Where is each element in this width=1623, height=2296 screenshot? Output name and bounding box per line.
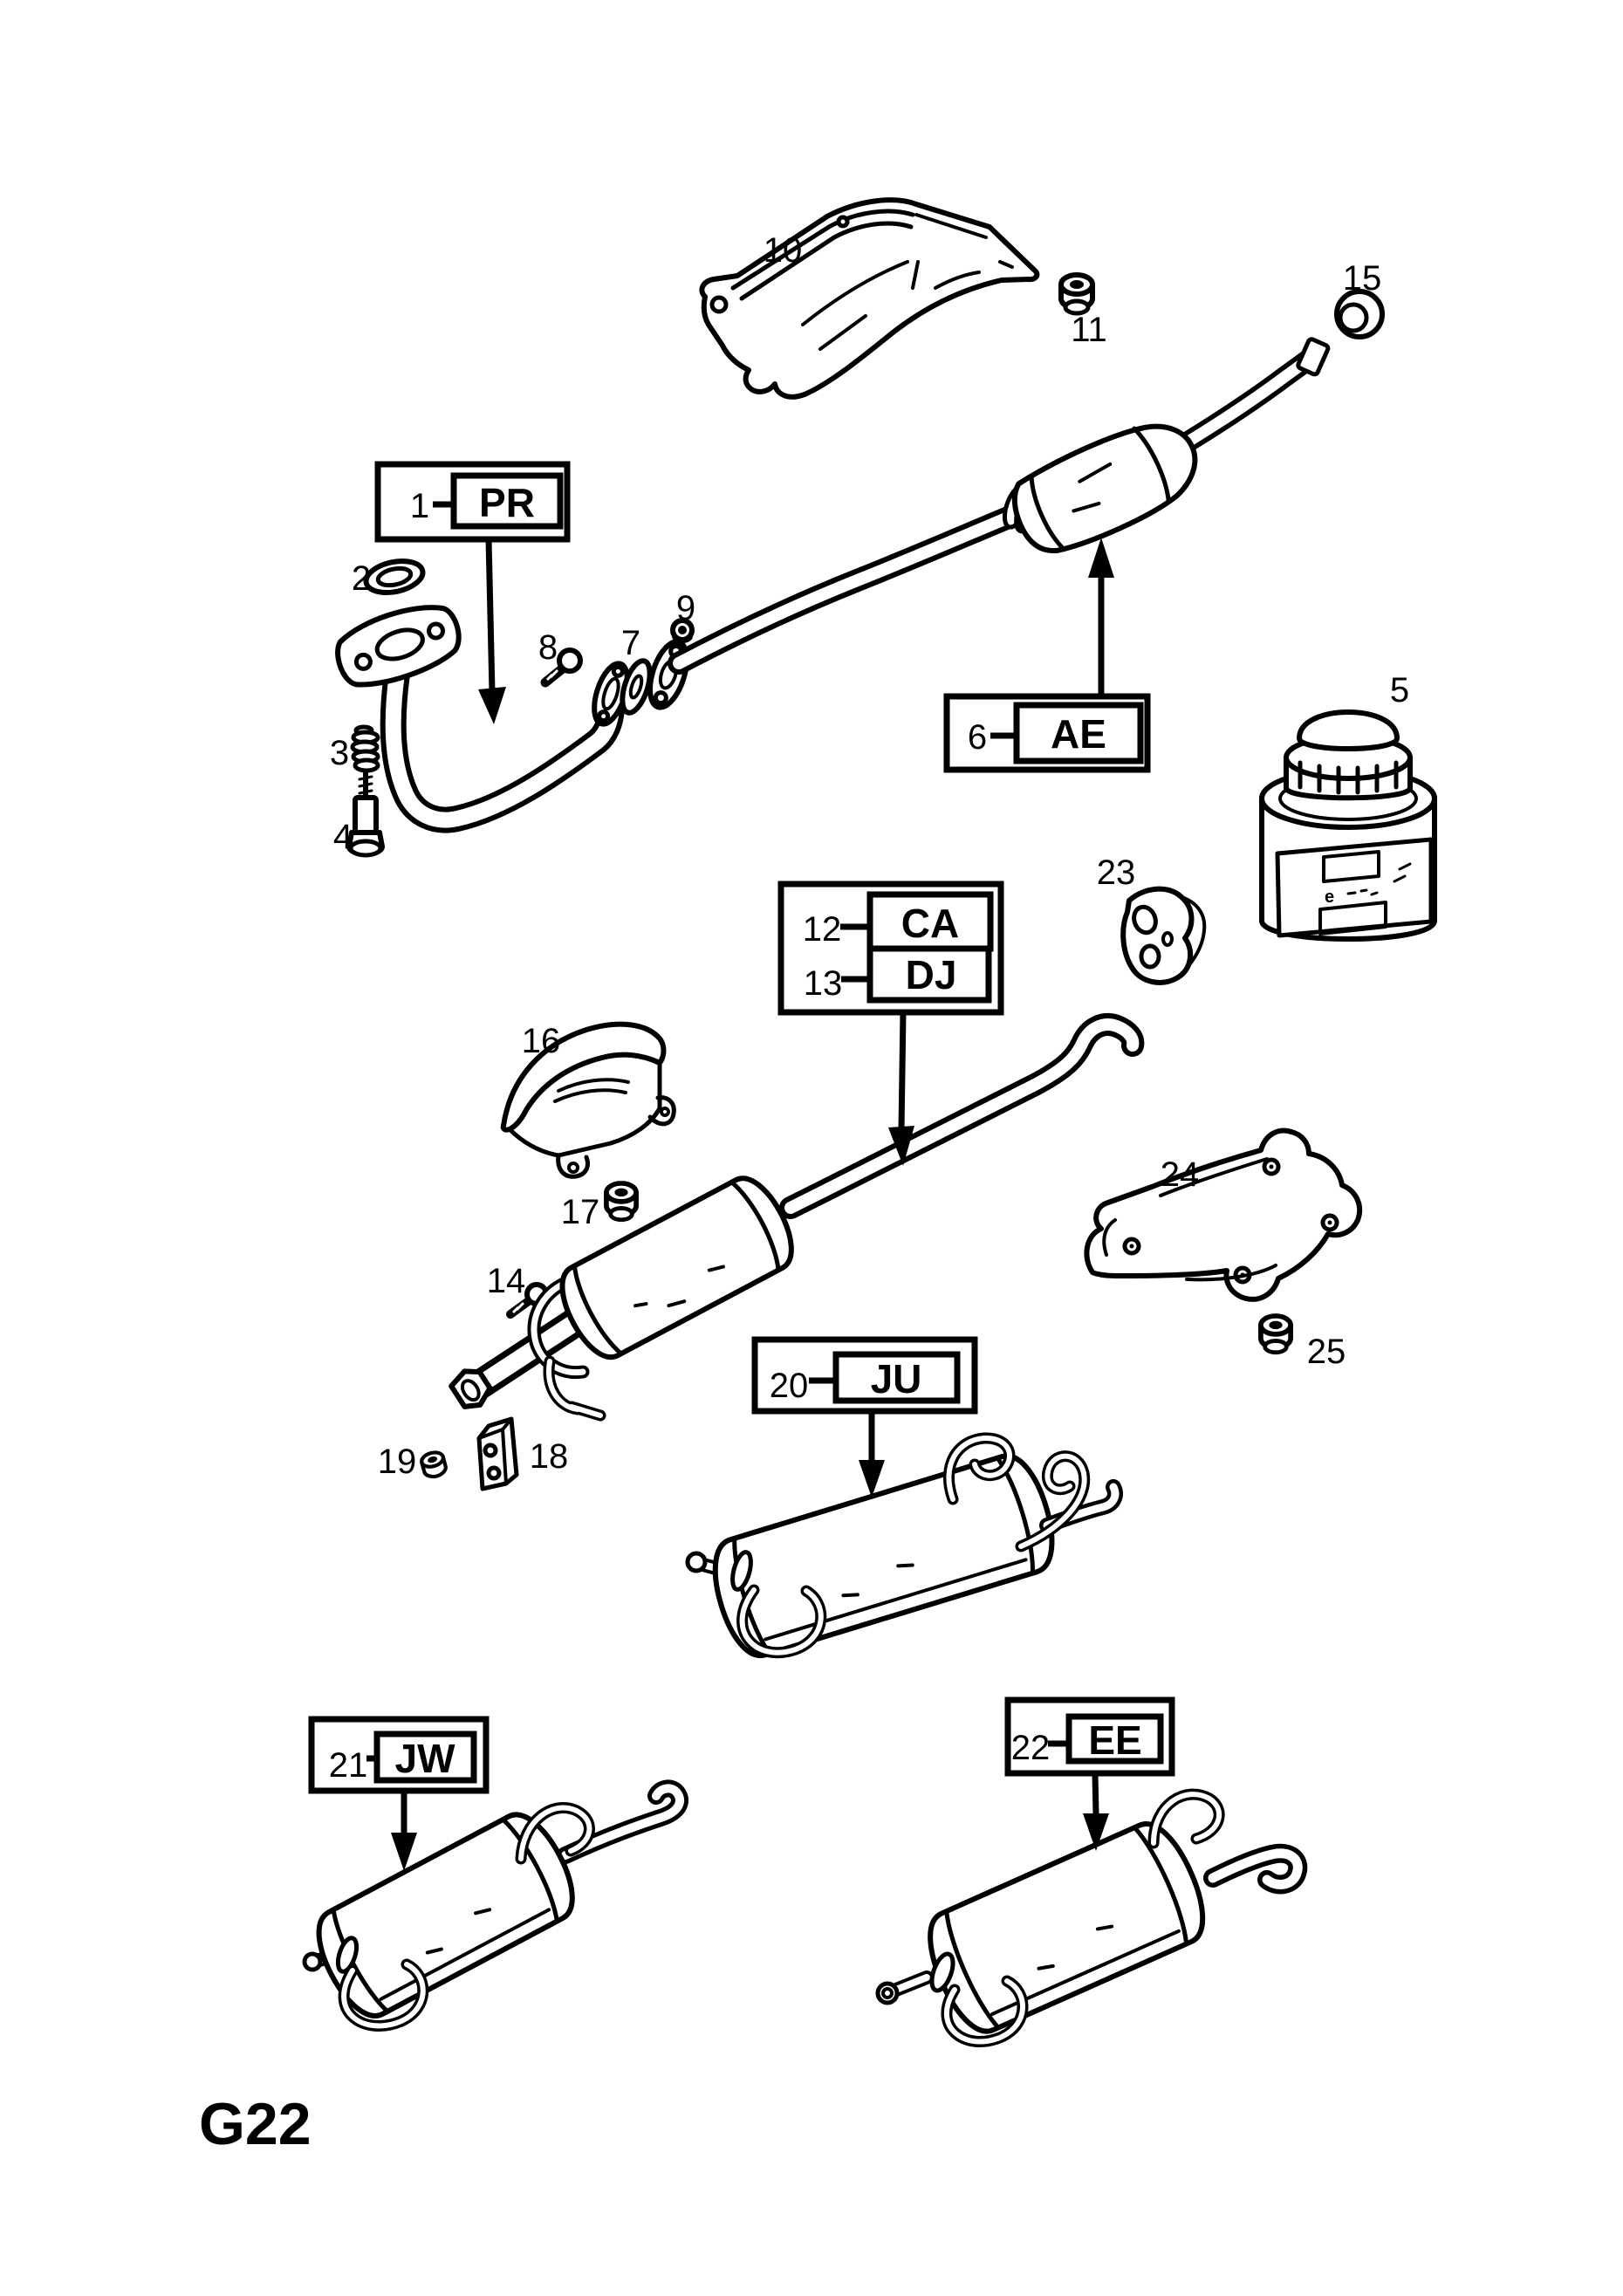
catalytic-converter-body [1011,423,1198,553]
callout-4: 4 [333,818,353,856]
shield-nut-front [1058,272,1095,316]
seal-ring [1334,289,1385,339]
callout-5: 5 [1390,671,1409,709]
can-approval-mark: e [1325,888,1334,907]
shield-nut-mid [604,1181,639,1223]
ref-code-pr: PR [479,480,535,525]
ref-box-ca-dj: 12 CA 13 DJ [777,881,1004,1166]
front-heat-shield [699,197,1040,400]
ref-box-ae: 6 AE [943,538,1151,773]
flange-gasket [620,658,653,716]
rubber-mount [1120,886,1207,985]
ref-number-21: 21 [329,1746,368,1785]
callout-11: 11 [1071,311,1107,349]
clamp-nut [420,1450,448,1479]
callout-8: 8 [538,628,558,667]
pipe-end-collar [1296,337,1331,377]
ref-number-20: 20 [770,1367,809,1405]
silencer-inlet-end [449,1368,493,1409]
ref-box-jw: 21 JW [308,1716,490,1871]
callout-16: 16 [522,1022,561,1060]
spring-bolt [346,771,385,858]
ref-box-pr: 1 PR [374,461,571,724]
front-exhaust-pipe [335,605,630,833]
assembly-paste-can: e [1259,709,1437,942]
flange-nut [670,618,695,643]
ref-box-ee: 22 EE [1004,1696,1175,1851]
callout-15: 15 [1343,259,1382,298]
callout-25: 25 [1307,1333,1346,1371]
ref-code-jw: JW [395,1736,456,1781]
catalytic-converter-assembly [668,337,1331,675]
ref-box-ju: 20 JU [751,1336,978,1498]
callout-7: 7 [621,624,640,662]
callout-14: 14 [487,1262,526,1300]
spring [350,724,380,773]
callout-9: 9 [676,589,695,627]
callout-23: 23 [1097,853,1136,892]
clamp-block [476,1416,519,1491]
page-code: G22 [199,2091,312,2157]
ref-number-12: 12 [803,910,842,949]
flange-bolt [540,648,583,688]
ref-code-ca: CA [901,901,959,946]
callout-24: 24 [1161,1155,1200,1194]
bracket-nut [1258,1313,1293,1355]
callout-3: 3 [330,734,349,772]
rear-silencer-jw [302,1779,689,2032]
ref-code-dj: DJ [906,952,957,997]
rear-silencer-ee [875,1788,1308,2047]
callout-18: 18 [530,1437,569,1476]
manifold-gasket [363,559,426,595]
callout-19: 19 [378,1443,417,1481]
ref-code-ee: EE [1088,1717,1141,1763]
centre-silencer [449,1175,794,1422]
centre-pipe [779,1013,1145,1219]
front-pipe-flange [335,605,462,688]
callout-10: 10 [764,231,803,270]
ref-number-22: 22 [1011,1729,1051,1767]
ref-number-13: 13 [804,964,843,1003]
ref-code-ae: AE [1051,711,1106,757]
ref-number-6: 6 [968,718,987,757]
rear-bracket [1084,1127,1363,1302]
callout-2: 2 [352,559,371,598]
callout-17: 17 [561,1193,600,1231]
rear-silencer-ju [685,1432,1123,1659]
centre-heat-shield [500,1021,676,1179]
ref-code-ju: JU [871,1356,922,1402]
callout-labels: 2 3 4 5 7 8 9 10 11 14 15 16 17 18 19 23… [330,231,1409,1481]
ref-number-1: 1 [410,487,429,525]
